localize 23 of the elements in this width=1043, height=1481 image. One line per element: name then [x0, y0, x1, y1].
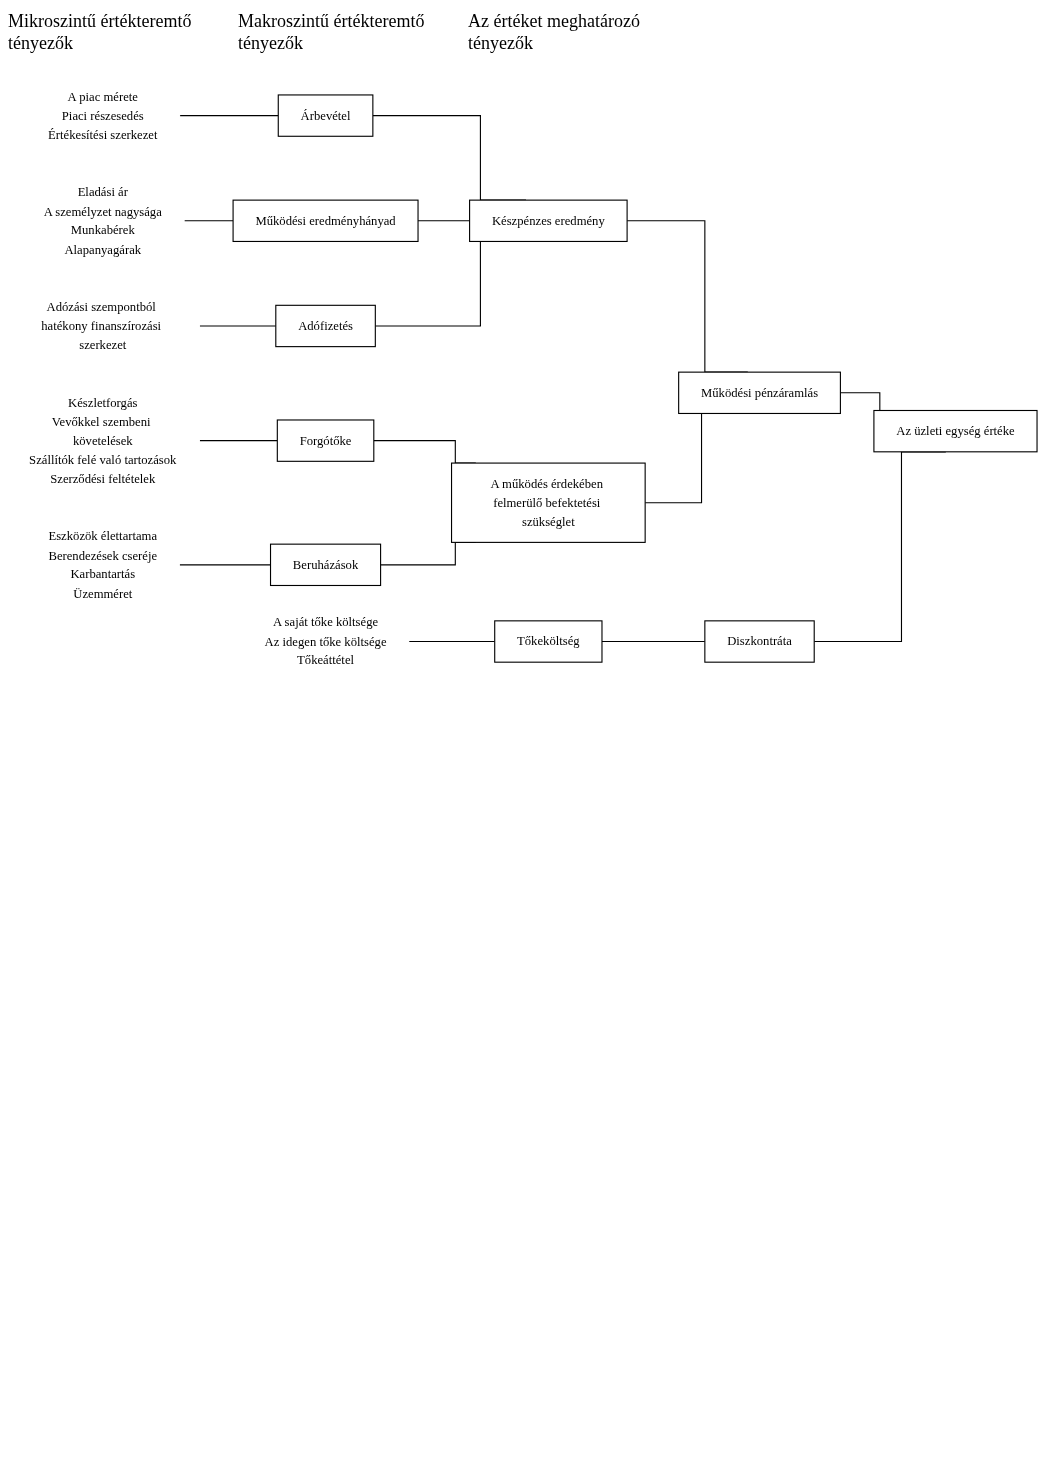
node-box: Készpénzes eredmény [469, 199, 628, 242]
node-box: Forgótőke [276, 419, 375, 462]
connector [179, 115, 279, 117]
node-box: Működési eredményhányad [232, 199, 419, 242]
node-box: Diszkontráta [704, 620, 815, 663]
node-text: Eszközök élettartama Berendezések cseréje Karbantartás Üzemméret [48, 529, 158, 601]
column-heading: Makroszintű értékteremtő tényezők [238, 10, 426, 55]
node-box: Árbevétel [277, 94, 374, 137]
node-text: A saját tőke költsége Az idegen tőke költsége Tőkeáttétel [264, 615, 387, 668]
node-box: Beruházások [269, 543, 382, 587]
connector [183, 220, 234, 222]
column-heading: Az értéket meghatározó tényezők [468, 10, 641, 55]
column-heading: Mikroszintű értékteremtő tényezők [8, 10, 193, 55]
connector [199, 440, 278, 442]
node-text: Adózási szempontból hatékony finanszírozási szerkezet [41, 299, 162, 352]
node-text: Eladási ár A személyzet nagysága Munkabérek Alapanyagárak [43, 185, 162, 257]
node-box: Az üzleti egység értéke [873, 409, 1038, 453]
node-box: A működés érdekében felmerülő befektetési szükséglet [451, 462, 646, 543]
node-text: Készletforgás Vevőkkel szembeni követelések Szállítók felé való tartozások Szerződési feltételek [29, 395, 177, 486]
node-text: A piac mérete Piaci részesedés Értékesítési szerkezet [48, 89, 158, 142]
node-box: Működési pénzáramlás [678, 371, 841, 415]
node-box: Adófizetés [275, 304, 376, 348]
node-box: Tőkeköltség [494, 620, 603, 663]
